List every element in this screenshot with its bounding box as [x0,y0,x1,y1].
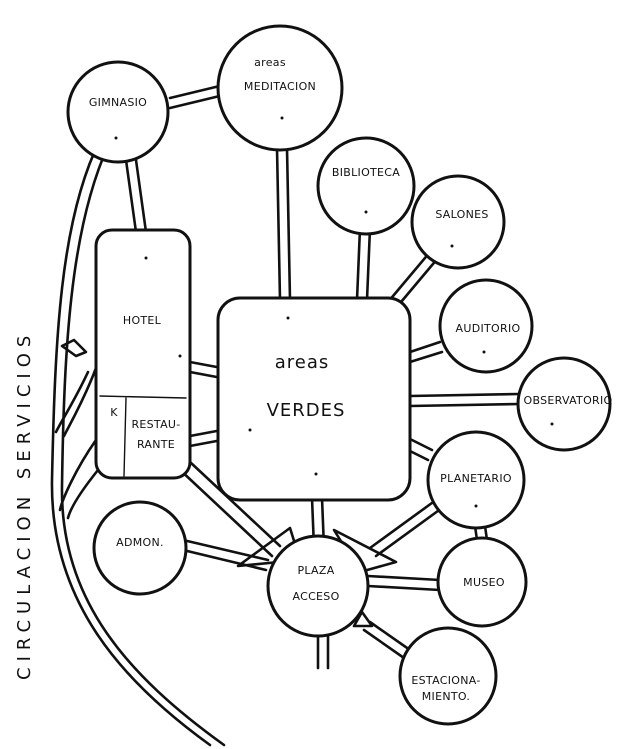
arrow-icon [60,338,88,358]
admon-label: ADMON. [116,536,164,549]
museo-label: MUSEO [463,576,505,589]
estacionamiento-label-line1: ESTACIONA- [411,674,480,687]
hotel-block [94,228,192,480]
estacionamiento-label-line2: MIENTO. [422,690,470,703]
admon-node [92,500,188,596]
arrow-icon [352,610,374,628]
gimnasio-node [66,60,170,164]
gimnasio-label: GIMNASIO [89,96,147,109]
areas-verdes-label-line1: areas [275,352,330,373]
meditacion-label-line1: areas [254,56,286,69]
meditacion-node [216,24,344,152]
salones-label: SALONES [435,208,488,221]
service-circulation [50,134,374,747]
auditorio-node [438,278,534,374]
restaurant-label-line1: RESTAU- [131,418,180,431]
observatorio-node [516,356,612,452]
plaza-label-line2: ACCESO [292,590,339,603]
areas-verdes-block [216,296,412,502]
museo-node [436,536,528,628]
salones-node [410,174,506,270]
biblioteca-node [316,136,416,236]
biblioteca-label: BIBLIOTECA [332,166,400,179]
observatorio-label: OBSERVATORIO [523,394,612,407]
estacionamiento-node [398,626,498,726]
connector-dots [114,116,554,508]
restaurant-label-line2: RANTE [137,438,175,451]
auditorio-label: AUDITORIO [456,322,521,335]
planetario-label: PLANETARIO [440,472,512,485]
plaza-label-line1: PLAZA [297,564,334,577]
meditacion-label-line2: MEDITACION [244,80,316,93]
restaurant-mark: K [110,406,118,419]
circulacion-servicios-label: CIRCULACION SERVICIOS [14,330,35,680]
planetario-node [426,430,526,530]
hotel-label: HOTEL [123,314,162,327]
plaza-node [266,534,370,638]
areas-verdes-label-line2: VERDES [267,400,346,421]
